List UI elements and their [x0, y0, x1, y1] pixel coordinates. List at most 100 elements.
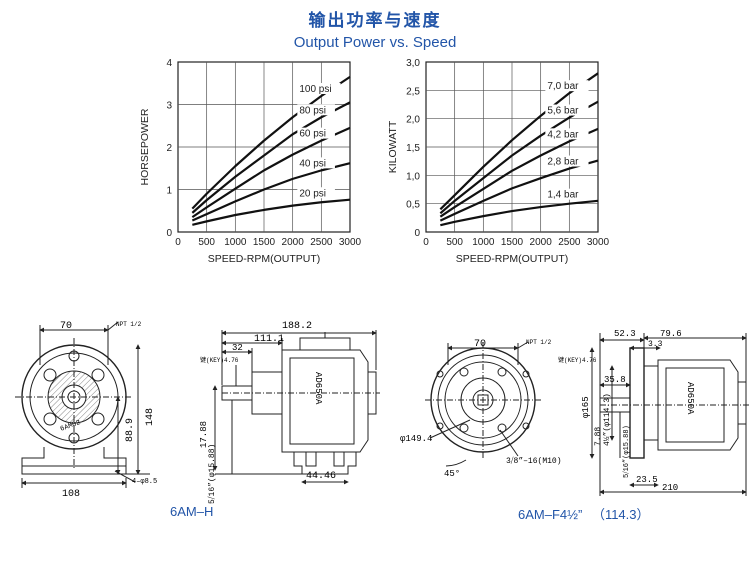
- hp-x-tick: 500: [198, 237, 215, 248]
- hp-series-label-bg: [297, 157, 335, 169]
- kw-y-tick: 1,5: [406, 143, 420, 154]
- hp-series-label-bg: [297, 127, 335, 139]
- hp-series-line: [191, 101, 351, 214]
- h-dim-148: 148: [145, 408, 156, 426]
- title-english: Output Power vs. Speed: [293, 34, 457, 51]
- kw-series-line: [439, 72, 599, 211]
- kw-series-label: 7,0 bar: [547, 81, 579, 92]
- kw-y-tick: 3,0: [406, 58, 420, 69]
- kw-series-label-bg: [545, 104, 589, 116]
- kw-series-line: [439, 159, 599, 222]
- kw-series-line: [439, 127, 599, 218]
- h-dim-holes: 4–φ8.5: [132, 478, 157, 486]
- kw-y-tick: 0: [414, 228, 420, 239]
- kilowatt-chart: 0 500 1000 1500 2000 2500 3000 0 0,5 1,0 1,5 2,0 2,5…: [387, 58, 610, 265]
- f-dim-1143: 4½”(φ114.3): [603, 393, 612, 446]
- hp-x-tick: 3000: [339, 237, 362, 248]
- hp-series-line: [192, 198, 351, 226]
- hp-series-label: 40 psi: [299, 158, 326, 169]
- h-dim-key: 键(KEY)4.76: [200, 356, 239, 364]
- kw-series-label-bg: [545, 80, 589, 92]
- f-dim-358: 35.8: [604, 375, 626, 385]
- title-chinese: 输出功率与速度: [308, 11, 442, 31]
- f-dim-210: 210: [662, 483, 678, 493]
- f-dim-165: φ165: [581, 396, 591, 418]
- h-dim-32: 32: [232, 343, 243, 353]
- kw-x-tick: 1500: [501, 237, 524, 248]
- f-model-label: AD650A: [685, 382, 695, 415]
- f-dim-788: 7.88: [594, 427, 603, 446]
- f-dim-1494: φ149.4: [400, 434, 432, 444]
- f-dim-thread: 3⧸8”–16(M10): [506, 456, 562, 466]
- hp-series-label: 60 psi: [299, 129, 326, 140]
- hp-series-label: 80 psi: [299, 105, 326, 116]
- f-dim-33: 3.3: [648, 340, 663, 349]
- f-dim-796: 79.6: [660, 329, 682, 339]
- hp-series-label: 100 psi: [299, 84, 331, 95]
- hp-series-line: [191, 162, 351, 222]
- f-dim-235: 23.5: [636, 475, 658, 485]
- h-dim-1111: 111.1: [254, 334, 284, 345]
- kw-series-label-bg: [545, 155, 589, 167]
- f-side-view: [589, 333, 750, 496]
- hp-x-tick: 1000: [224, 237, 247, 248]
- f-dim-70: 70: [474, 339, 486, 350]
- kw-x-tick: 2000: [530, 237, 553, 248]
- hp-x-axis-label: SPEED-RPM(OUTPUT): [208, 253, 321, 265]
- h-front-code: 6AM02: [59, 419, 81, 434]
- f-dim-angle: 45°: [444, 469, 460, 479]
- h-dim-1788: 17.88: [199, 421, 209, 448]
- hp-x-tick: 2000: [282, 237, 305, 248]
- h-dim-889: 88.9: [125, 418, 136, 442]
- h-side-view: [212, 330, 380, 485]
- kw-x-tick: 3000: [587, 237, 610, 248]
- h-dim-npt: NPT 1/2: [116, 321, 142, 328]
- kw-x-axis-label: SPEED-RPM(OUTPUT): [456, 253, 569, 265]
- h-dim-4446: 44.46: [306, 471, 336, 482]
- h-front-view: [15, 321, 150, 488]
- hp-x-tick: 2500: [310, 237, 333, 248]
- f-dim-key: 键(KEY)4.76: [558, 356, 597, 364]
- kw-y-tick: 2,5: [406, 86, 420, 97]
- kw-series-label-bg: [545, 188, 589, 200]
- h-model-label: AD650A: [313, 372, 323, 405]
- hp-x-tick: 0: [175, 237, 181, 248]
- kw-series-line: [440, 199, 599, 227]
- caption-6am-f-model: 6AM–F4½”: [518, 507, 583, 522]
- caption-6am-f: 6AM–F4½” （114.3）: [518, 504, 650, 523]
- f-dim-523: 52.3: [614, 329, 636, 339]
- hp-series-line: [191, 126, 351, 219]
- kw-x-tick: 0: [423, 237, 429, 248]
- kw-y-tick: 2,0: [406, 115, 420, 126]
- kw-x-tick: 500: [446, 237, 463, 248]
- h-dim-108: 108: [62, 489, 80, 500]
- hp-series-label: 20 psi: [299, 188, 326, 199]
- hp-series-line: [191, 75, 351, 210]
- f-front-view: [425, 341, 542, 467]
- kw-series-label: 1,4 bar: [547, 190, 579, 201]
- h-dim-70: 70: [60, 321, 72, 332]
- hp-y-tick: 0: [166, 228, 172, 239]
- hp-y-tick: 3: [166, 101, 172, 112]
- kw-y-axis-label: KILOWATT: [387, 120, 399, 173]
- kw-y-tick: 1,0: [406, 171, 420, 182]
- hp-y-tick: 1: [166, 186, 172, 197]
- h-dim-1882: 188.2: [282, 321, 312, 332]
- kw-y-tick: 0,5: [406, 200, 420, 211]
- hp-series-label-bg: [297, 83, 341, 94]
- hp-y-tick: 4: [166, 58, 172, 69]
- caption-6am-f-mm: （114.3）: [591, 507, 650, 522]
- f-dim-shaft: 5⧸16”(φ15.88): [622, 425, 631, 478]
- hp-y-tick: 2: [166, 143, 172, 154]
- caption-6am-h: 6AM–H: [170, 504, 214, 519]
- hp-series-label-bg: [297, 104, 335, 116]
- kw-series-label-bg: [545, 128, 589, 140]
- kw-series-label: 2,8 bar: [547, 157, 579, 168]
- hp-series-label-bg: [297, 187, 335, 199]
- kw-series-label: 5,6 bar: [547, 106, 579, 117]
- kw-x-tick: 2500: [558, 237, 581, 248]
- kw-x-tick: 1000: [472, 237, 495, 248]
- kw-series-line: [439, 100, 599, 215]
